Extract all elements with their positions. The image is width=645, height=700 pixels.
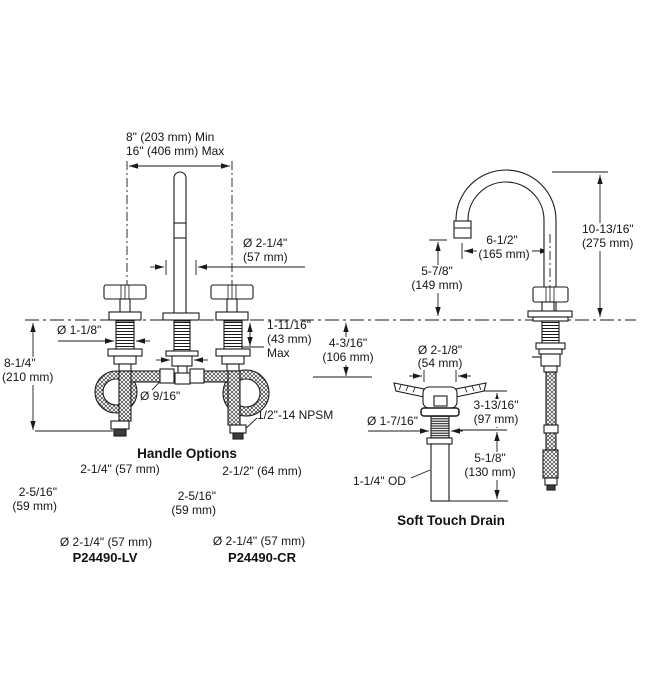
left-shank [107,320,143,372]
cross-height-label: 2-5/16" [177,489,216,503]
inlet-thread-label: 1/2"-14 NPSM [257,408,334,422]
deck-max-label-3: Max [267,346,290,360]
handle-side [532,286,569,313]
aerator-tip [453,220,472,239]
drain-body-height-mm-label: (97 mm) [472,412,520,427]
escutcheon [527,310,573,318]
cross-base-dia-label: Ø 2-1/4" (57 mm) [212,534,306,548]
reach-label: 6-1/2" [486,233,518,247]
drain-right-wing [455,382,487,398]
handle-options-heading: Handle Options [137,446,237,461]
lever-base-dia-label: Ø 2-1/4" (57 mm) [59,535,153,549]
drain-left-wing [393,382,425,398]
left-supply-hose [110,370,132,437]
deck-max-label-1: 1-11/16" [267,318,312,332]
front-view-drawing [94,171,270,440]
below-deck-height-label: 8-1/4" [3,356,37,371]
side-view-drawing [453,169,573,491]
overall-height-mm-label: (275 mm) [581,236,635,251]
lever-width-label: 2-1/4" (57 mm) [80,462,160,476]
drain-body-height-label: 3-13/16" [472,398,520,413]
drain-drawing [393,382,487,502]
right-shank [215,320,251,372]
drain-tailpiece-label: 5-1/8" [473,451,507,466]
shank-dia-label: Ø 1-1/8" [57,323,102,337]
spout-height-label: 5-7/8" [420,264,454,279]
supply-pipe-dia-label: Ø 9/16" [140,389,181,403]
deck-max-label-2: (43 mm) [267,332,312,346]
right-supply-hose [227,370,247,440]
drain-flange [420,407,460,417]
spout-height-mm-label: (149 mm) [410,278,464,293]
side-shank-hose [532,320,566,491]
lever-height-mm-label: (59 mm) [12,499,57,513]
left-horizontal-hose [129,370,163,383]
drain-flange-dia-label: Ø 2-1/8" [417,343,463,357]
supply-drop-label: 4-3/16" [327,336,369,351]
spout-base [162,312,200,321]
drain-heading: Soft Touch Drain [397,513,505,528]
overall-height-label: 10-13/16" [581,222,635,237]
right-handle-front [210,284,254,321]
drain-thread-dia-label: Ø 1-7/16" [367,414,418,428]
cross-height-mm-label: (59 mm) [171,503,216,517]
drain-flange-dia-mm-label: (54 mm) [417,356,463,370]
below-deck-height-mm-label: (210 mm) [1,370,55,385]
lever-part-number: P24490-LV [72,550,138,565]
left-coupling-nut [159,368,175,384]
cross-part-number: P24490-CR [228,550,296,565]
left-handle-front [103,284,147,321]
drain-threads [430,415,450,439]
lever-height-label: 2-5/16" [18,485,57,499]
spread-min-label: 8" (203 mm) Min [126,130,215,144]
drain-tailpiece [430,443,450,502]
right-coupling-nut [189,368,205,384]
spout-base-dia-mm-label: (57 mm) [243,250,288,264]
reach-mm-label: (165 mm) [477,247,531,262]
drain-od-label: 1-1/4" OD [353,474,406,488]
spout-shank-tee [165,320,199,385]
spout-base-dia-label: Ø 2-1/4" [243,236,288,250]
cross-width-label: 2-1/2" (64 mm) [222,464,302,478]
spread-max-label: 16" (406 mm) Max [126,144,225,158]
spout-front [173,171,187,314]
supply-drop-mm-label: (106 mm) [321,350,375,365]
drain-tailpiece-mm-label: (130 mm) [463,465,517,480]
